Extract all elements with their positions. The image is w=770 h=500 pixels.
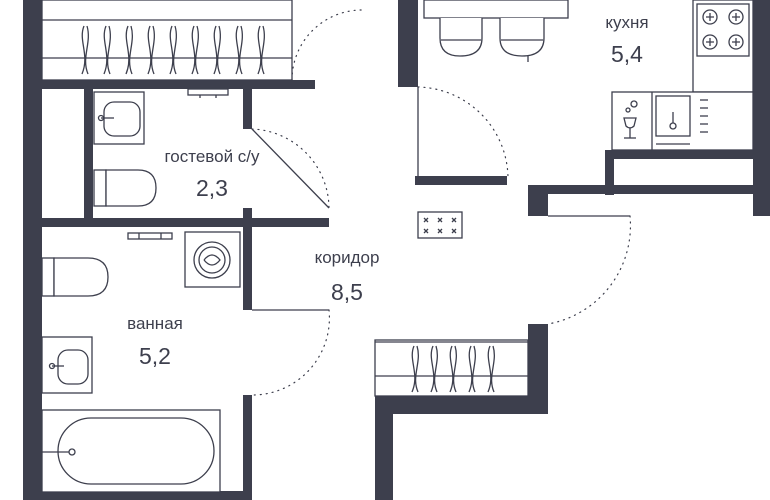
wall-kitchen-left: [398, 0, 418, 87]
door-wc-swing: [251, 128, 330, 209]
door-bath-swing: [251, 309, 331, 396]
hanger: [191, 25, 199, 75]
panel-mark: [451, 217, 457, 223]
door-kitchen-swing: [417, 86, 509, 179]
wall-bath-right-lower: [243, 395, 252, 500]
room-labels: кухня 5,4 гостевой с/у 2,3 коридор 8,5 в…: [127, 13, 648, 369]
hanger: [213, 25, 221, 75]
hanger: [81, 25, 89, 75]
wall-wc-bath: [42, 218, 329, 227]
wall-outer-right: [753, 0, 770, 216]
cooktop: [692, 0, 754, 93]
wall-right-bottom: [528, 194, 548, 216]
hanger: [103, 25, 111, 75]
wardrobe-top: [41, 0, 293, 81]
wall-wardrobe-bottom: [375, 396, 548, 414]
guest-wc-fixtures: [93, 88, 229, 207]
wall-kitchen-bottom: [415, 176, 507, 185]
hanger: [235, 25, 243, 75]
bathroom-fixtures: [41, 231, 241, 493]
hanger: [257, 25, 265, 75]
wardrobe-bottom: [374, 339, 529, 397]
wall-wc-right-upper: [243, 89, 252, 129]
wall-bottom-left: [42, 491, 252, 500]
chair-left: [439, 18, 483, 57]
wc-toilet-tank: [93, 169, 107, 207]
wall-wc-left: [84, 89, 93, 226]
kitchen-fixtures: [423, 0, 754, 151]
dining-table: [423, 0, 569, 19]
door-swing-top: [291, 9, 363, 81]
walls: [23, 0, 770, 500]
wall-outer-left: [23, 0, 42, 500]
kitchen-name: кухня: [605, 13, 648, 32]
wall-corridor-right: [528, 324, 548, 414]
wall-wc-right-lower: [243, 208, 252, 218]
hanger: [125, 25, 133, 75]
electrical-panel: [417, 211, 463, 239]
hanger: [147, 25, 155, 75]
hanger: [169, 25, 177, 75]
wall-bath-right: [243, 227, 252, 310]
hanger: [468, 345, 476, 393]
door-wc-leaf: [251, 128, 330, 209]
bath-toilet-bowl: [53, 257, 109, 297]
wall-kitchen-bottom-right: [605, 150, 753, 159]
wall-entry-left: [375, 396, 393, 500]
doors: [251, 9, 632, 396]
wall-top-left: [23, 80, 315, 89]
chair-right: [499, 18, 545, 57]
panel-mark: [437, 217, 443, 223]
corridor-area: 8,5: [331, 279, 363, 305]
bathroom-area: 5,2: [139, 343, 171, 369]
door-right-swing: [547, 215, 632, 325]
panel-mark: [437, 228, 443, 234]
bathroom-name: ванная: [127, 314, 183, 333]
guest-wc-area: 2,3: [196, 175, 228, 201]
hanger: [449, 345, 457, 393]
corridor-name: коридор: [315, 248, 380, 267]
guest-wc-name: гостевой с/у: [164, 147, 260, 166]
wall-kitchen-step: [605, 150, 614, 195]
panel-mark: [423, 228, 429, 234]
panel-mark: [423, 217, 429, 223]
kitchen-area: 5,4: [611, 41, 643, 67]
hanger: [487, 345, 495, 393]
panel-mark: [451, 228, 457, 234]
washing-machine: [184, 231, 241, 288]
kitchen-sink: [655, 95, 691, 137]
hanger: [411, 345, 419, 393]
wc-towel-rail: [187, 88, 229, 96]
wc-toilet-bowl: [105, 169, 157, 207]
bath-toilet-tank: [41, 257, 55, 297]
wall-kitchen-step-h: [528, 185, 753, 194]
hanger: [430, 345, 438, 393]
